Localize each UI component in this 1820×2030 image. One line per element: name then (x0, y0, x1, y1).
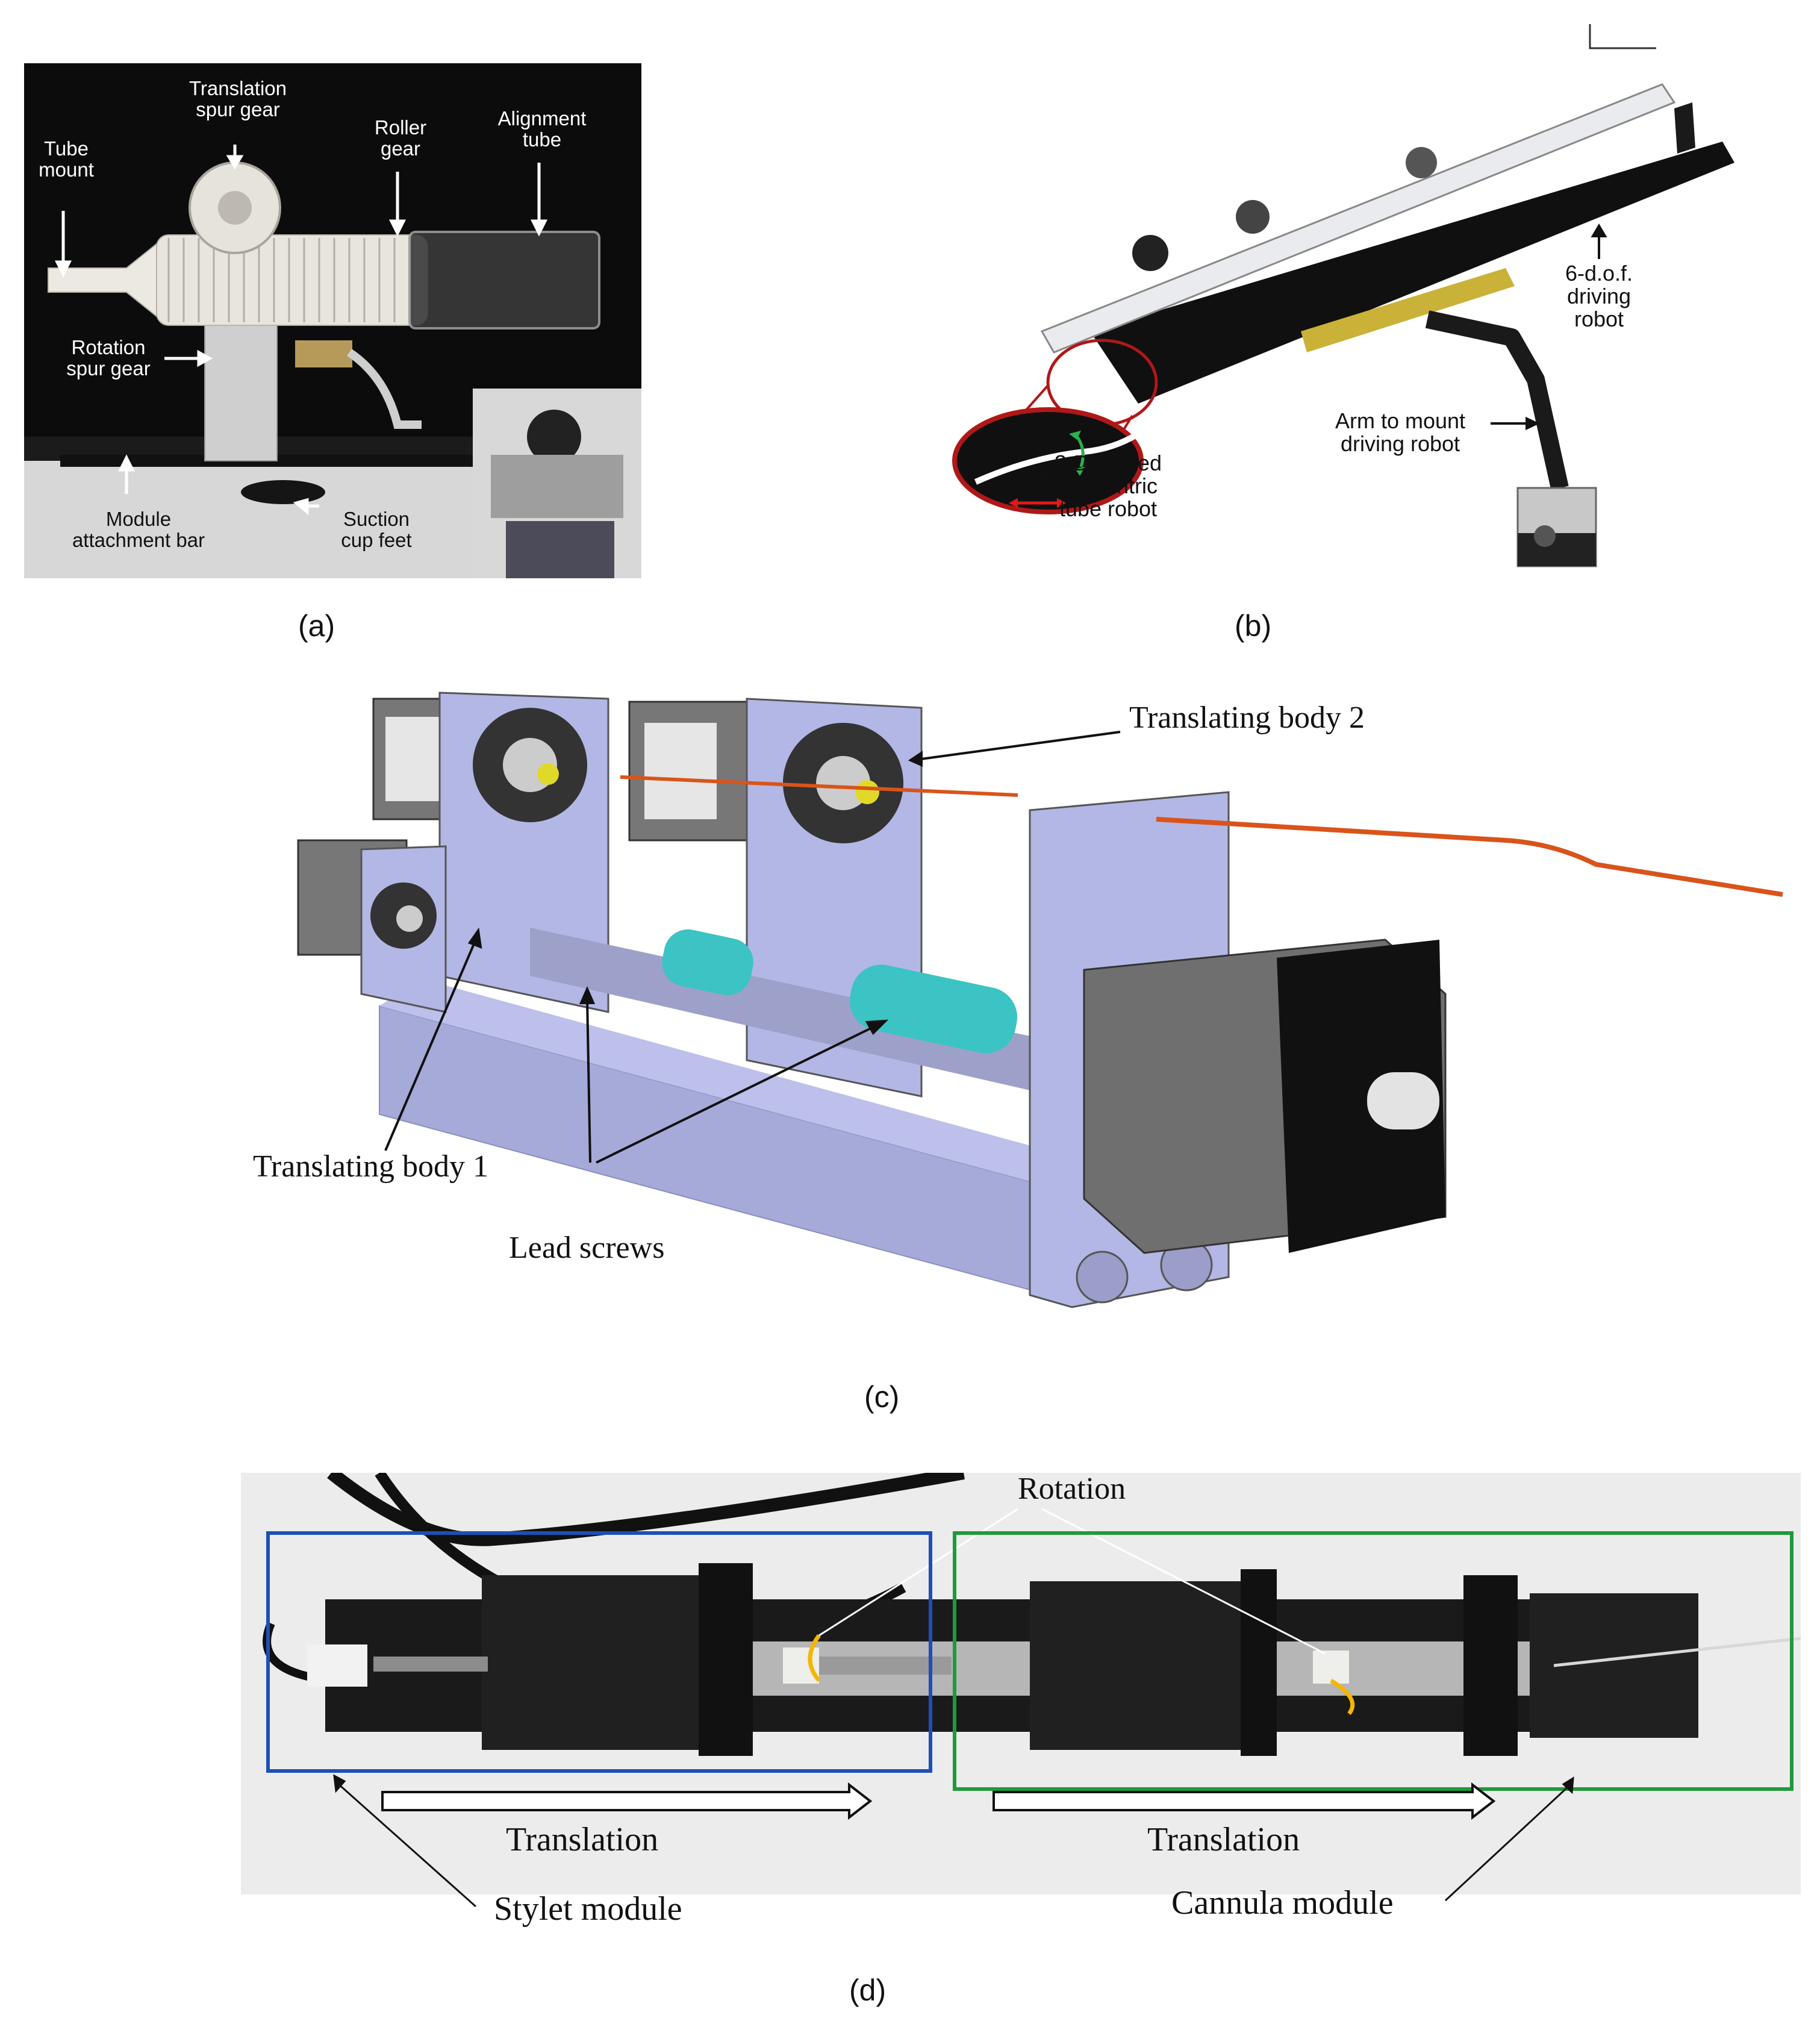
caption-d: (d) (849, 1973, 887, 2007)
caption-c: (c) (864, 1380, 900, 1414)
label-translation-right: Translation (1147, 1821, 1300, 1858)
panel-d: Rotation Translation Translation Stylet … (241, 1472, 1801, 1928)
panel-a-arrows (54, 145, 548, 516)
cannula-module-box (953, 1531, 1794, 1791)
panel-c-leaders (384, 731, 1121, 1164)
label-tube-mount: Tube mount (39, 137, 94, 181)
label-driving-robot: 6-d.o.f. driving robot (1565, 261, 1633, 331)
stylet-module-box (266, 1531, 932, 1773)
caption-a: (a) (298, 609, 335, 643)
label-alignment-tube: Alignment tube (497, 107, 587, 151)
panel-a: Translation spur gear Roller gear Alignm… (24, 63, 641, 578)
label-lead-screws: Lead screws (509, 1231, 665, 1265)
label-suction-cup-feet: Suction cup feet (341, 508, 412, 551)
label-rotation-spur-gear: Rotation spur gear (66, 336, 151, 379)
label-translation-left: Translation (506, 1821, 659, 1858)
panel-d-leaders (333, 1774, 1574, 1908)
translation-arrow-right (993, 1782, 1496, 1820)
panel-b-arrows (1034, 223, 1607, 486)
label-arm-to-mount: Arm to mount driving robot (1335, 408, 1466, 456)
label-translating-body-2: Translating body 2 (1129, 701, 1365, 735)
panel-c: Translating body 2 Translating body 1 Le… (241, 675, 1807, 1361)
panel-b-photo (952, 24, 1734, 567)
label-translating-body-1: Translating body 1 (253, 1149, 488, 1184)
label-rotation: Rotation (1018, 1472, 1126, 1506)
label-translation-spur-gear: Translation spur gear (189, 77, 287, 120)
panel-d-photo (241, 1473, 1801, 1908)
label-concentric-tube-robot: 3-D printed concentric tube robot (1054, 451, 1162, 521)
label-cannula-module: Cannula module (1171, 1884, 1394, 1922)
panel-a-photo (24, 63, 641, 578)
caption-b: (b) (1235, 609, 1272, 643)
label-stylet-module: Stylet module (494, 1890, 682, 1928)
label-module-attachment-bar: Module attachment bar (72, 508, 205, 551)
translation-arrow-left (381, 1782, 873, 1820)
panel-c-cad (297, 692, 1783, 1308)
panel-b: 6-d.o.f. driving robot Arm to mount driv… (777, 18, 1753, 590)
label-roller-gear: Roller gear (374, 116, 427, 160)
